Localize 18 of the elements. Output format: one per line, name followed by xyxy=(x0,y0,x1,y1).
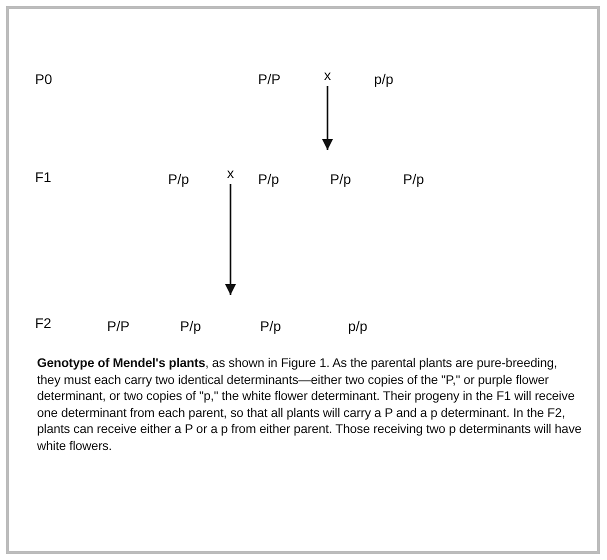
arrow xyxy=(224,184,236,295)
genotype-label: P/p xyxy=(330,171,352,187)
caption: Genotype of Mendel's plants, as shown in Figure 1. As the parental plants are pure-breeding, they must each carry two identical determinants—either two copies of the "P," or purple flower determinant, or two copies of "p," the white flower determinant. Their progeny in the F1 will receive one determinant from each parent, so that all plants will carry a P and a p determinant. In the F2, plants can receive either a P or a p from either parent. Those receiving two p determinants will have white flowers. xyxy=(37,355,582,454)
generation-label: P0 xyxy=(35,71,52,87)
arrow xyxy=(322,86,334,150)
genotype-label: P/P xyxy=(258,71,281,87)
cross-symbol: x xyxy=(227,165,234,181)
genotype-label: P/p xyxy=(403,171,424,187)
generation-label: F1 xyxy=(35,169,52,185)
generation-label: F2 xyxy=(35,315,52,331)
genotype-label: P/p xyxy=(260,318,282,334)
genotype-label: P/p xyxy=(168,171,190,187)
genotype-label: p/p xyxy=(348,318,368,334)
cross-symbol: x xyxy=(324,67,331,83)
genotype-label: p/p xyxy=(374,71,394,87)
genotype-label: P/P xyxy=(107,318,130,334)
genotype-label: P/p xyxy=(258,171,280,187)
genotype-label: P/p xyxy=(180,318,202,334)
